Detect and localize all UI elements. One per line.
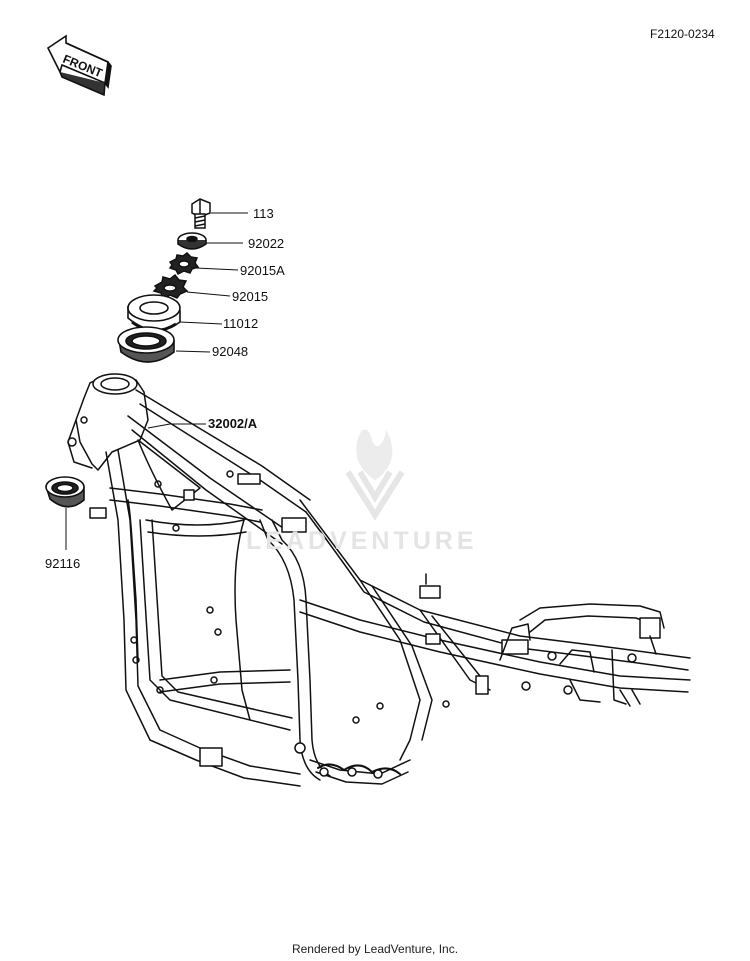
front-arrow-icon: FRONT [46,34,112,97]
watermark-text: LEADVENTURE [246,527,478,555]
frame-32002A [67,373,691,787]
washer-92022 [177,232,207,250]
part-label-92015A[interactable]: 92015A [240,263,285,278]
seal-92116 [45,476,85,508]
leader-lines [65,212,248,550]
part-label-11012[interactable]: 11012 [223,316,259,331]
part-label-92048[interactable]: 92048 [212,344,249,359]
diagram-code: F2120-0234 [650,27,715,41]
lockwasher-92015A [168,252,200,276]
watermark-logo [345,429,405,521]
footer-credit: Rendered by LeadVenture, Inc. [291,942,459,956]
part-label-92022[interactable]: 92022 [248,236,285,251]
part-label-92116[interactable]: 92116 [45,556,81,571]
nut-11012 [127,294,181,332]
part-label-32002A[interactable]: 32002/A [208,416,258,431]
part-label-92015[interactable]: 92015 [232,289,269,304]
bolt-113 [191,198,211,229]
part-label-113[interactable]: 113 [253,206,274,221]
bearing-92048 [117,326,175,363]
lockwasher-92015 [152,273,189,301]
